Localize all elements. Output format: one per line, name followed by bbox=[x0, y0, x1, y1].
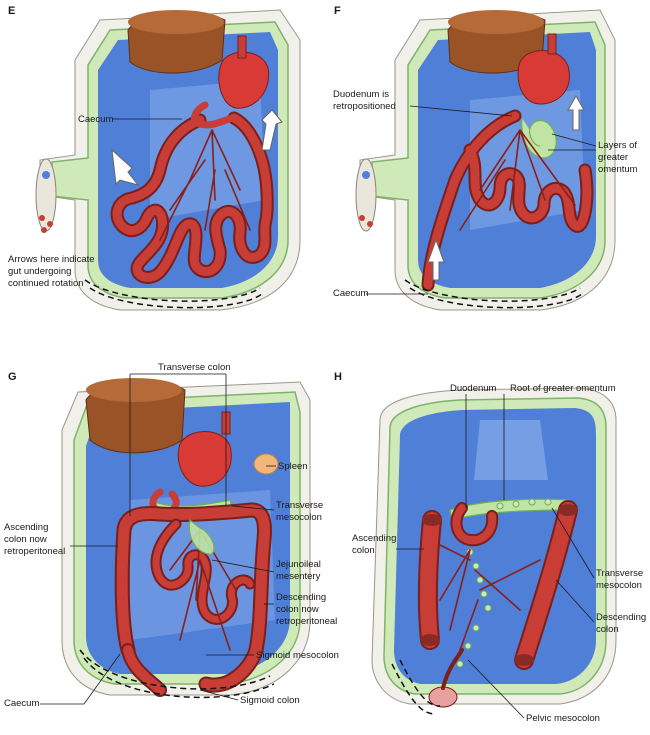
rotation-arrow-up-e bbox=[261, 109, 283, 151]
pelvic-tube-h bbox=[428, 686, 458, 708]
mesentery-root-h bbox=[456, 498, 552, 668]
label-duodenum-h: Duodenum bbox=[450, 383, 497, 394]
label-layers-2: greater bbox=[598, 152, 628, 163]
panel-g-letter: G bbox=[8, 371, 17, 383]
rotation-arrow-up-f bbox=[427, 238, 445, 281]
label-descending-h-1: Descending bbox=[596, 612, 646, 623]
cavity-g bbox=[86, 402, 290, 674]
tube-opening-f bbox=[355, 158, 377, 232]
label-layers-1: Layers of bbox=[598, 140, 637, 151]
label-transverse-h-1: Transverse bbox=[596, 568, 643, 579]
label-descending-g-2: colon now bbox=[276, 604, 319, 615]
rotation-arrow-up-f2 bbox=[567, 94, 585, 131]
spleen-g bbox=[253, 453, 279, 475]
label-pelvic: Pelvic mesocolon bbox=[526, 713, 600, 724]
label-transverse-meso-1: Transverse bbox=[276, 500, 323, 511]
label-ascending-g-3: retroperitoneal bbox=[4, 546, 65, 557]
label-arrows-note-1: Arrows here indicate bbox=[8, 254, 95, 265]
label-descending-g-3: retroperitoneal bbox=[276, 616, 337, 627]
panel-f-letter: F bbox=[334, 5, 341, 17]
rotation-arrow-down-e bbox=[111, 148, 140, 186]
label-jejuno-2: mesentery bbox=[276, 571, 321, 582]
label-transverse-meso-2: mesocolon bbox=[276, 512, 322, 523]
label-transverse-colon: Transverse colon bbox=[158, 362, 231, 373]
stomach-f bbox=[517, 49, 570, 105]
label-arrows-note-3: continued rotation bbox=[8, 278, 84, 289]
panel-e: E Caecum Arrows bbox=[8, 5, 301, 311]
panel-h: H Duodenum Root bbox=[334, 371, 646, 724]
tube-opening-e bbox=[35, 158, 57, 232]
label-duodenum-f-2: retropositioned bbox=[333, 101, 396, 112]
label-sigmoid-colon: Sigmoid colon bbox=[240, 695, 300, 706]
label-ascending-g-1: Ascending bbox=[4, 522, 48, 533]
label-caecum-g: Caecum bbox=[4, 698, 39, 709]
label-ascending-h-2: colon bbox=[352, 545, 375, 556]
label-ascending-h-1: Ascending bbox=[352, 533, 396, 544]
stomach-g bbox=[177, 431, 232, 487]
label-descending-h-2: colon bbox=[596, 624, 619, 635]
label-descending-g-1: Descending bbox=[276, 592, 326, 603]
label-arrows-note-2: gut undergoing bbox=[8, 266, 71, 277]
label-spleen: Spleen bbox=[278, 461, 308, 472]
label-layers-3: omentum bbox=[598, 164, 638, 175]
label-jejuno-1: Jejunoileal bbox=[276, 559, 321, 570]
label-transverse-h-2: mesocolon bbox=[596, 580, 642, 591]
label-root-omentum: Root of greater omentum bbox=[510, 383, 616, 394]
label-caecum-e: Caecum bbox=[78, 114, 113, 125]
label-duodenum-f-1: Duodenum is bbox=[333, 89, 389, 100]
label-sigmoid-meso: Sigmoid mesocolon bbox=[256, 650, 339, 661]
vessels-e bbox=[159, 129, 251, 241]
panel-f: F Duodenum is retropositioned Layers of … bbox=[333, 5, 638, 311]
panel-h-letter: H bbox=[334, 371, 342, 383]
label-caecum-f: Caecum bbox=[333, 288, 368, 299]
dashed-arc-e bbox=[84, 279, 261, 302]
greater-omentum-f bbox=[521, 117, 557, 159]
label-ascending-g-2: colon now bbox=[4, 534, 47, 545]
panel-e-letter: E bbox=[8, 5, 15, 17]
panel-g: G Transverse colon Spleen Transverse mes… bbox=[4, 362, 339, 709]
